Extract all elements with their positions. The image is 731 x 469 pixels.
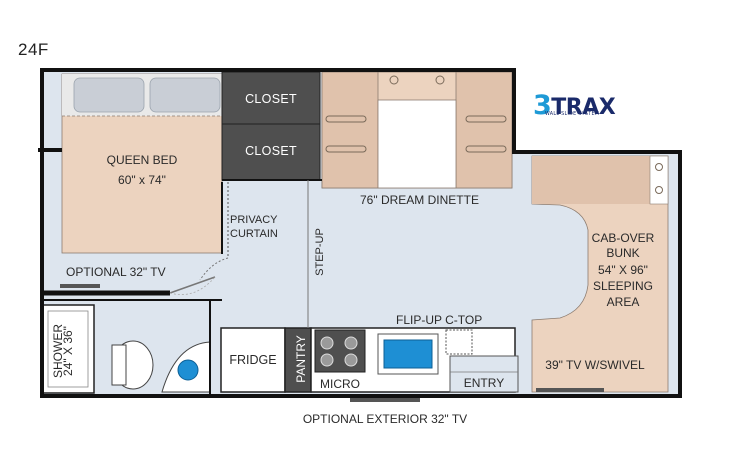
- closet-bottom-label: CLOSET: [245, 144, 297, 158]
- dinette-table: [377, 99, 457, 189]
- optional-tv-mark: [60, 284, 100, 288]
- exterior-tv-label: OPTIONAL EXTERIOR 32" TV: [302, 412, 468, 426]
- brand-logo: 3TRAX WALL SLIDE SYSTEM: [533, 90, 616, 121]
- logo-tagline: WALL SLIDE SYSTEM: [545, 112, 600, 117]
- queen-bed-label: QUEEN BED: [106, 153, 178, 167]
- micro-label: MICRO: [320, 377, 360, 391]
- cabover-label-2: BUNK: [606, 246, 640, 260]
- entry-step: [449, 355, 519, 393]
- logo-wordmark: 3TRAX: [533, 90, 616, 121]
- model-label: 24F: [18, 40, 49, 59]
- cabover-label-1: CAB-OVER: [591, 231, 655, 245]
- optional-tv-label: OPTIONAL 32" TV: [66, 265, 166, 279]
- cabover-size: 54" X 96": [598, 263, 648, 277]
- closet-top-label: CLOSET: [245, 92, 297, 106]
- pillow-left: [73, 77, 145, 113]
- queen-bed-size: 60" x 74": [118, 173, 166, 187]
- galley-sink: [383, 339, 433, 369]
- bath-sink: [177, 359, 199, 381]
- step-up-label: STEP-UP: [313, 228, 326, 276]
- cabover-label-4: SLEEPING: [592, 279, 654, 293]
- flip-up-top: [445, 329, 473, 355]
- pantry-label: PANTRY: [293, 335, 308, 383]
- pillow-right: [149, 77, 221, 113]
- flip-up-label: FLIP-UP C-TOP: [396, 313, 483, 327]
- privacy-curtain-label-1: PRIVACY: [230, 214, 278, 226]
- cabover-bunk: [531, 155, 669, 393]
- dinette-label: 76" DREAM DINETTE: [360, 193, 479, 207]
- privacy-curtain-label-2: CURTAIN: [230, 228, 278, 240]
- fridge-label: FRIDGE: [229, 353, 277, 367]
- tv-swivel-label: 39" TV W/SWIVEL: [545, 358, 645, 372]
- exterior-tv-mark: [350, 398, 420, 402]
- shower-size: 24" X 36": [60, 326, 75, 376]
- cab-tv-mark: [536, 388, 604, 392]
- closet-top: [221, 71, 321, 125]
- cooktop: [314, 329, 366, 373]
- entry-label: ENTRY: [463, 376, 505, 390]
- cabover-label-5: AREA: [606, 295, 640, 309]
- exterior-wall: [40, 68, 682, 398]
